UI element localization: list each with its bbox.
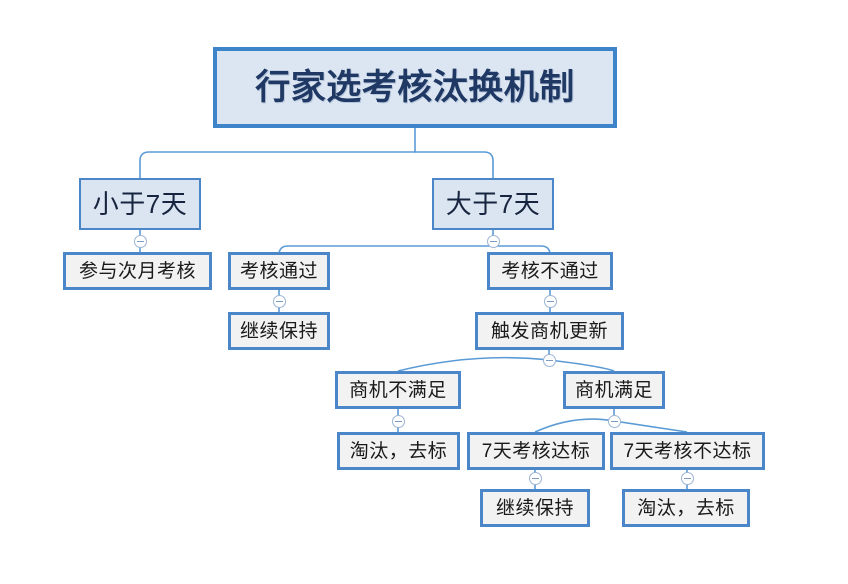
edge-root-to-gt7 xyxy=(415,151,494,178)
collapse-toggle-icon-opportunity-met[interactable] xyxy=(607,414,621,428)
node-7day-review-not-met[interactable]: 7天考核不达标 xyxy=(610,432,765,470)
node-greater-than-7-days-label: 大于7天 xyxy=(445,189,541,219)
node-keep-status-1-label: 继续保持 xyxy=(239,320,318,342)
node-keep-status-1[interactable]: 继续保持 xyxy=(228,312,330,350)
node-join-next-month-review[interactable]: 参与次月考核 xyxy=(63,252,212,290)
node-eliminate-remove-tag-2-label: 淘汰，去标 xyxy=(637,497,735,519)
node-review-failed[interactable]: 考核不通过 xyxy=(487,252,613,290)
node-opportunity-not-met[interactable]: 商机不满足 xyxy=(335,371,461,409)
node-keep-status-2[interactable]: 继续保持 xyxy=(480,489,590,527)
node-7day-review-not-met-label: 7天考核不达标 xyxy=(623,440,752,462)
node-root[interactable]: 行家选考核汰换机制 xyxy=(213,47,617,128)
node-review-passed-label: 考核通过 xyxy=(239,260,318,282)
node-less-than-7-days[interactable]: 小于7天 xyxy=(79,178,201,230)
node-join-next-month-review-label: 参与次月考核 xyxy=(78,260,196,282)
collapse-toggle-icon-review-failed[interactable] xyxy=(543,294,557,308)
collapse-toggle-icon-trigger-opportunity-update[interactable] xyxy=(542,353,556,367)
node-eliminate-remove-tag-2[interactable]: 淘汰，去标 xyxy=(622,489,750,527)
node-opportunity-met-label: 商机满足 xyxy=(574,379,653,401)
node-review-passed[interactable]: 考核通过 xyxy=(228,252,330,290)
node-review-failed-label: 考核不通过 xyxy=(501,260,599,282)
node-greater-than-7-days[interactable]: 大于7天 xyxy=(432,178,554,230)
node-7day-review-met[interactable]: 7天考核达标 xyxy=(467,432,605,470)
node-opportunity-met[interactable]: 商机满足 xyxy=(563,371,665,409)
node-trigger-opportunity-update-label: 触发商机更新 xyxy=(490,320,608,342)
edge-trigger-branch-arc xyxy=(397,356,615,372)
node-root-label: 行家选考核汰换机制 xyxy=(255,68,575,107)
node-keep-status-2-label: 继续保持 xyxy=(495,497,574,519)
node-eliminate-remove-tag-1[interactable]: 淘汰，去标 xyxy=(337,432,460,470)
collapse-toggle-icon-greater-than-7-days[interactable] xyxy=(486,234,500,248)
node-7day-review-met-label: 7天考核达标 xyxy=(481,440,591,462)
collapse-toggle-icon-opportunity-not-met[interactable] xyxy=(391,414,405,428)
node-opportunity-not-met-label: 商机不满足 xyxy=(349,379,447,401)
collapse-toggle-icon-review-passed[interactable] xyxy=(272,294,286,308)
node-trigger-opportunity-update[interactable]: 触发商机更新 xyxy=(475,312,624,350)
node-eliminate-remove-tag-1-label: 淘汰，去标 xyxy=(349,440,448,462)
node-less-than-7-days-label: 小于7天 xyxy=(92,189,188,219)
collapse-toggle-icon-less-than-7-days[interactable] xyxy=(133,234,147,248)
collapse-toggle-icon-7day-review-met[interactable] xyxy=(528,471,542,485)
collapse-toggle-icon-7day-review-not-met[interactable] xyxy=(680,471,694,485)
edge-root-to-branches xyxy=(139,128,416,178)
